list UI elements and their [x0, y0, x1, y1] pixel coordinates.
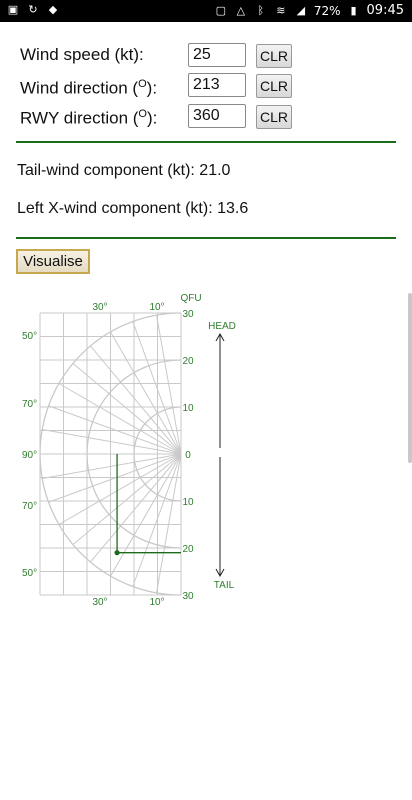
angle-radial-line — [89, 345, 182, 455]
angle-label-left: 50° — [22, 568, 37, 579]
divider — [16, 141, 396, 143]
angle-radial-line — [132, 321, 182, 455]
wind-diagram: 30° 10° 30° 10° 50° 70° 90° 70° 50° QFU 30 20 10 0 10 2… — [22, 293, 236, 608]
wind-speed-label: Wind speed (kt): — [20, 45, 144, 64]
speed-label-right: 30 — [182, 309, 194, 320]
degree-mark: O — [138, 108, 147, 120]
status-bar: ▣ ↻ ◆ ▢ △ ᛒ ≋ ◢ 72% ▮ 09:45 — [0, 0, 412, 22]
wind-direction-clear-button[interactable]: CLR — [256, 74, 292, 98]
angle-label-top: 10° — [149, 302, 164, 313]
angle-label-left: 70° — [22, 501, 37, 512]
scrollbar[interactable] — [408, 293, 412, 463]
wind-direction-label: Wind direction (O): — [20, 78, 157, 99]
angle-radial-line — [156, 453, 182, 593]
angle-radial-line — [89, 453, 182, 563]
degree-mark: O — [138, 78, 147, 90]
speed-label-right: 30 — [182, 591, 194, 602]
head-label: HEAD — [208, 321, 236, 332]
rwy-direction-label-text: RWY direction ( — [20, 108, 139, 128]
angle-radial-line — [58, 383, 182, 455]
lock-icon: ▢ — [215, 3, 227, 17]
rwy-direction-label: RWY direction (O): — [20, 108, 157, 129]
angle-label-left: 70° — [22, 399, 37, 410]
speed-label-right: 20 — [182, 544, 194, 555]
angle-radial-line — [72, 362, 182, 455]
signal-icon: ◢ — [296, 3, 306, 17]
wind-direction-label-text: Wind direction ( — [20, 78, 139, 98]
angle-label-bottom: 30° — [92, 597, 107, 608]
rwy-direction-input[interactable] — [188, 104, 246, 128]
battery-percent: 72% — [313, 3, 341, 18]
dropbox-icon: ◆ — [48, 3, 58, 16]
wind-point — [114, 550, 120, 556]
wind-speed-input[interactable] — [188, 43, 246, 67]
crosswind-value: 13.6 — [217, 200, 249, 217]
wind-direction-input[interactable] — [188, 73, 246, 97]
diagram-labels: 30° 10° 30° 10° 50° 70° 90° 70° 50° QFU 30 20 10 0 10 2… — [22, 293, 236, 608]
speed-label-right: 10 — [182, 403, 194, 414]
qfu-label: QFU — [180, 293, 201, 304]
wind-vector — [114, 454, 181, 556]
tail-arrow-icon — [215, 568, 225, 578]
angle-radial-line — [42, 453, 182, 479]
wind-direction-label-end: ): — [146, 78, 158, 98]
angle-radial-line — [132, 453, 182, 587]
tail-label: TAIL — [214, 580, 235, 591]
alert-icon: △ — [236, 3, 246, 17]
divider — [16, 237, 396, 239]
angle-label-top: 30° — [92, 302, 107, 313]
angle-radial-line — [58, 453, 182, 525]
tailwind-label: Tail-wind component (kt): — [17, 162, 195, 179]
visualise-button[interactable]: Visualise — [16, 249, 90, 274]
diagram-grid — [39, 312, 182, 596]
bluetooth-icon: ᛒ — [257, 3, 265, 17]
wifi-icon: ≋ — [276, 3, 286, 17]
tailwind-value: 21.0 — [199, 162, 231, 179]
angle-radial-line — [48, 453, 182, 503]
sync-icon: ↻ — [28, 3, 38, 16]
battery-icon: ▮ — [350, 3, 357, 17]
wind-speed-clear-button[interactable]: CLR — [256, 44, 292, 68]
angle-radial-line — [110, 331, 182, 455]
angle-radial-line — [156, 315, 182, 455]
angle-label-left: 90° — [22, 450, 37, 461]
head-arrow-icon — [215, 332, 225, 342]
angle-radial-line — [110, 453, 182, 577]
crosswind-result: Left X-wind component (kt): 13.6 — [17, 200, 248, 218]
angle-radial-line — [42, 429, 182, 455]
rwy-direction-label-end: ): — [146, 108, 158, 128]
speed-label-right: 0 — [185, 450, 191, 461]
angle-label-bottom: 10° — [149, 597, 164, 608]
speed-label-right: 10 — [182, 497, 194, 508]
angle-radial-line — [48, 405, 182, 455]
rwy-direction-clear-button[interactable]: CLR — [256, 105, 292, 129]
image-icon: ▣ — [7, 3, 19, 16]
tailwind-result: Tail-wind component (kt): 21.0 — [17, 162, 230, 180]
speed-label-right: 20 — [182, 356, 194, 367]
clock: 09:45 — [366, 3, 404, 18]
angle-radial-line — [72, 453, 182, 546]
crosswind-label: Left X-wind component (kt): — [17, 200, 213, 217]
angle-label-left: 50° — [22, 331, 37, 342]
